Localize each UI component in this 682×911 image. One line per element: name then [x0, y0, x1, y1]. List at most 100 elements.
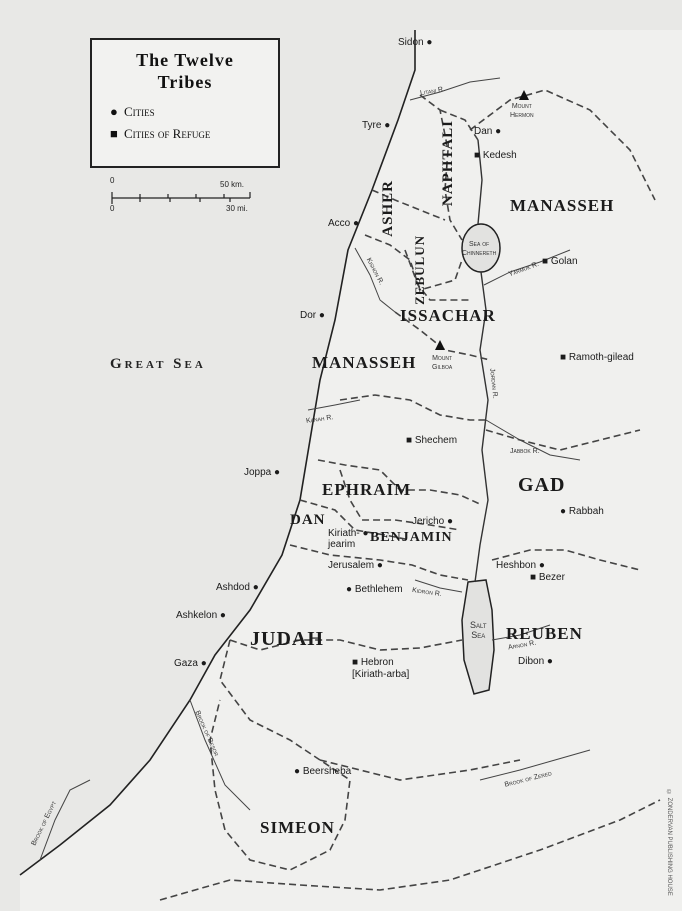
tribe-zebulun: ZEBULUN — [412, 235, 427, 305]
tribe-issachar: ISSACHAR — [400, 306, 496, 325]
city-hebron-label2: [Kiriath-arba] — [352, 669, 410, 680]
city-dot-icon: ● — [362, 528, 369, 539]
city-bethlehem-label: Bethlehem — [354, 584, 403, 595]
refuge-square-icon: ■ — [110, 126, 118, 141]
city-sidon: Sidon ● — [398, 37, 432, 48]
city-jerusalem-label: Jerusalem — [328, 560, 375, 571]
city-dot-icon: ● — [538, 560, 545, 571]
legend-cities-label: Cities — [124, 104, 155, 119]
legend-title-line1: The Twelve — [136, 50, 234, 70]
city-gaza: Gaza ● — [174, 658, 207, 669]
gilboa-line1: Mount — [432, 355, 453, 362]
city-jerusalem: Jerusalem ● — [328, 560, 383, 571]
city-ashkelon: Ashkelon ● — [176, 610, 226, 621]
tribe-benjamin: BENJAMIN — [370, 530, 453, 545]
chinnereth-line1: Sea of — [469, 241, 490, 248]
city-bethlehem: ● Bethlehem — [346, 584, 403, 595]
tribe-manasseh-west: MANASSEH — [312, 353, 417, 372]
litani-river — [409, 77, 501, 101]
city-joppa-label: Joppa — [244, 467, 272, 478]
egypt-brook — [39, 779, 91, 861]
city-kiriath-label2: jearim — [328, 539, 356, 550]
city-heshbon: Heshbon ● — [496, 560, 545, 571]
land-area — [20, 30, 682, 911]
city-rabbah-label: Rabbah — [568, 506, 604, 517]
refuge-square-icon: ■ — [352, 657, 359, 668]
city-ashdod-label: Ashdod — [216, 582, 250, 593]
salt-line1: Salt — [470, 620, 487, 630]
city-dot-icon: ● — [495, 126, 502, 137]
kanah-river — [307, 399, 361, 411]
legend-refuge: ■ Cities of Refuge — [110, 126, 210, 142]
tribe-judah: JUDAH — [250, 628, 324, 650]
city-dot-icon: ● — [426, 37, 433, 48]
city-bezer-label: Bezer — [538, 572, 565, 583]
tribe-simeon: SIMEON — [260, 818, 335, 837]
city-dot-icon: ● — [294, 766, 301, 777]
legend-cities: ● Cities — [110, 104, 155, 120]
city-golan-label: Golan — [550, 256, 578, 267]
gilboa-line2: Gilboa — [432, 364, 453, 371]
city-dan: Dan ● — [474, 126, 501, 137]
jordan-river — [474, 139, 489, 583]
legend-refuge-label: Cities of Refuge — [124, 126, 211, 141]
legend-title-line2: Tribes — [157, 72, 213, 92]
city-dot-icon: ● — [447, 516, 454, 527]
zered-brook — [479, 749, 591, 781]
city-golan: ■ Golan — [542, 256, 578, 267]
scale: 0 50 km. 0 30 mi. — [108, 176, 268, 224]
tribe-asher: ASHER — [380, 180, 396, 237]
mount-hermon-marker — [519, 90, 529, 100]
city-dot-icon: ● — [560, 506, 567, 517]
city-dot-icon: ● — [110, 104, 118, 119]
scale-zero-mi: 0 — [110, 204, 115, 213]
city-jericho-label: Jericho — [412, 516, 445, 527]
city-dot-icon: ● — [353, 218, 360, 229]
refuge-square-icon: ■ — [406, 435, 413, 446]
city-hebron: ■ Hebron[Kiriath-arba] — [352, 657, 409, 681]
city-dibon: Dibon ● — [518, 656, 553, 667]
refuge-square-icon: ■ — [474, 150, 481, 161]
city-dor: Dor ● — [300, 310, 325, 321]
salt-line2: Sea — [471, 630, 486, 640]
city-bezer: ■ Bezer — [530, 572, 565, 583]
mount-gilboa-marker — [435, 340, 445, 350]
city-jericho: Jericho ● — [412, 516, 453, 527]
besor-brook — [189, 699, 251, 811]
city-rabbah: ● Rabbah — [560, 506, 604, 517]
city-kiriath-jearim: Kiriath- ●jearim — [328, 528, 369, 550]
tribe-naphtali: NAPHTALI — [440, 120, 456, 207]
city-dot-icon: ● — [546, 656, 553, 667]
city-dot-icon: ● — [346, 584, 353, 595]
tribe-gad: GAD — [518, 474, 566, 496]
city-shechem-label: Shechem — [414, 435, 458, 446]
city-dor-label: Dor — [300, 310, 317, 321]
chinnereth-line2: Chinnereth — [462, 250, 497, 257]
kishon-river — [354, 247, 396, 313]
city-dot-icon: ● — [274, 467, 281, 478]
city-kedesh: ■ Kedesh — [474, 150, 517, 161]
city-dot-icon: ● — [318, 310, 325, 321]
tribe-dan: DAN — [290, 512, 326, 528]
city-ramoth-label: Ramoth-gilead — [568, 352, 634, 363]
tribe-reuben: REUBEN — [506, 624, 583, 643]
city-joppa: Joppa ● — [244, 467, 280, 478]
hermon-line2: Hermon — [510, 112, 534, 119]
city-heshbon-label: Heshbon — [496, 560, 537, 571]
city-ashkelon-label: Ashkelon — [176, 610, 218, 621]
hermon-line1: Mount — [511, 103, 532, 110]
city-acco: Acco ● — [328, 218, 359, 229]
refuge-square-icon: ■ — [542, 256, 549, 267]
label-sea-of-chinnereth: Sea of Chinnereth — [462, 240, 496, 258]
city-gaza-label: Gaza — [174, 658, 198, 669]
tribe-ephraim: EPHRAIM — [322, 480, 412, 499]
scale-km: 50 km. — [220, 180, 245, 189]
map-credit: © ZONDERVAN PUBLISHING HOUSE — [666, 790, 672, 896]
city-tyre-label: Tyre — [362, 120, 382, 131]
city-dot-icon: ● — [376, 560, 383, 571]
city-kedesh-label: Kedesh — [482, 150, 517, 161]
